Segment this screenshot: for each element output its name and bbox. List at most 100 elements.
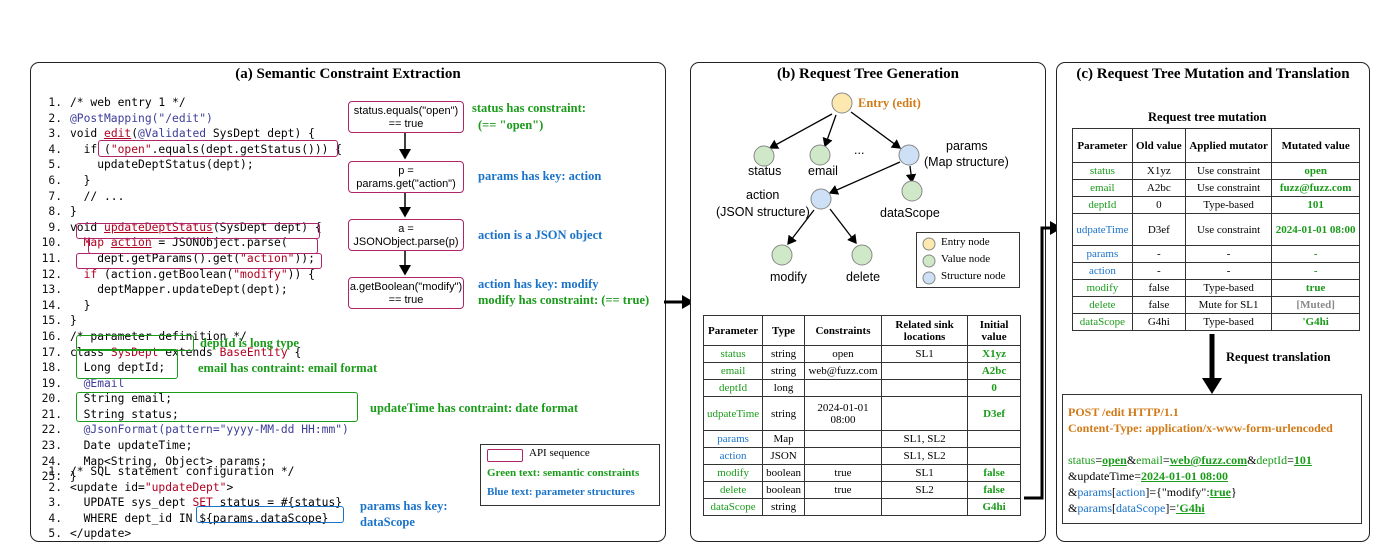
code-token: WHERE dept_id IN <box>70 511 200 525</box>
line-number: 4. <box>48 142 62 156</box>
col-initial-value: Initial value <box>967 315 1021 346</box>
cell-parameter: action <box>702 447 764 465</box>
cell-parameter: delete <box>1072 296 1133 314</box>
col-sink-locations: Related sink locations <box>880 315 969 346</box>
code-token: "modify" <box>233 267 288 281</box>
code-token: updateDeptStatus(dept); <box>70 158 254 172</box>
line-number: 16. <box>41 329 62 343</box>
java-line: 23. Date updateTime; <box>40 438 349 454</box>
code-token: // ... <box>70 189 125 203</box>
cell-initial-value <box>967 430 1021 448</box>
cell-mutated-value: fuzz@fuzz.com <box>1271 179 1360 197</box>
request-body-line4: &params[dataScope]='G4hi <box>1068 501 1205 515</box>
note-status-constraint-value: (== "open") <box>478 118 544 132</box>
code-token: if <box>83 267 98 281</box>
code-token: BaseEntity <box>219 345 288 359</box>
legend-entry-node: Entry node <box>941 236 990 248</box>
line-number: 11. <box>41 251 62 265</box>
code-token: ${params.dataScope} <box>199 511 329 525</box>
cell-sink <box>880 379 969 397</box>
code-token: } <box>70 470 77 484</box>
code-token: (action.getBoolean( <box>97 267 234 281</box>
code-token: edit <box>104 127 132 141</box>
request-content-type: Content-Type: application/x-www-form-url… <box>1068 421 1333 435</box>
cell-mutated-value: 2024-01-01 08:00 <box>1271 213 1360 246</box>
req-val-email: web@fuzz.com <box>1169 453 1248 467</box>
line-number: 21. <box>41 407 62 421</box>
java-line: 15.} <box>40 313 349 329</box>
code-token: dept.getParams().get( <box>70 251 241 265</box>
code-token: { <box>287 345 302 359</box>
java-line: 20. String email; <box>40 391 349 407</box>
req-key-status: status <box>1068 453 1096 467</box>
code-token: if ( <box>70 142 111 156</box>
code-highlight-status-equals <box>98 140 338 157</box>
code-highlight-deptid <box>76 335 194 351</box>
java-line: 12. if (action.getBoolean("modify")) { <box>40 267 349 283</box>
code-token: String status; <box>70 407 179 421</box>
java-line: 14. } <box>40 298 349 314</box>
req-val-action: true <box>1209 485 1231 499</box>
line-number: 5. <box>48 158 62 172</box>
col-mutated-value: Mutated value <box>1271 128 1360 163</box>
cell-constraints: web@fuzz.com <box>803 362 882 380</box>
java-line: 21. String status; <box>40 407 349 423</box>
req-val-updatetime: 2024-01-01 08:00 <box>1141 469 1228 483</box>
code-token: )); <box>294 251 315 265</box>
line-number: 7. <box>48 189 62 203</box>
code-token: "updateDept" <box>144 480 227 494</box>
note-modify-constraint: modify has constraint: (== true) <box>478 293 650 307</box>
req-key-params2: params <box>1077 501 1112 515</box>
code-token: @Email <box>70 376 125 390</box>
col-old-value: Old value <box>1131 128 1186 163</box>
tree-node-action-sub: (JSON structure) <box>716 205 810 219</box>
cell-parameter: dataScope <box>702 498 764 516</box>
line-number: 8. <box>48 205 62 219</box>
cell-mutated-value: open <box>1271 162 1360 180</box>
req-key-deptid: deptId <box>1256 453 1288 467</box>
cell-parameter: status <box>702 345 764 363</box>
cell-type: string <box>762 362 805 380</box>
code-highlight-get-boolean <box>76 253 322 269</box>
cell-mutator: - <box>1184 262 1273 280</box>
cell-constraints <box>803 430 882 448</box>
code-token: )) { <box>287 267 315 281</box>
line-number: 1. <box>48 465 62 478</box>
java-line: 1./* web entry 1 */ <box>40 95 349 111</box>
java-line: 3.void edit(@Validated SysDept dept) { <box>40 126 349 142</box>
cell-parameter: email <box>1072 179 1133 197</box>
req-key-params: params <box>1077 485 1112 499</box>
cell-constraints <box>803 379 882 397</box>
line-number: 25. <box>41 470 62 484</box>
code-highlight-map-action <box>76 223 320 239</box>
tree-node-params-sub: (Map structure) <box>924 155 1009 169</box>
cell-parameter: params <box>702 430 764 448</box>
cell-sink <box>880 362 969 380</box>
cell-old-value: false <box>1131 296 1186 314</box>
cell-old-value: G4hi <box>1131 313 1186 331</box>
java-line: 22. @JsonFormat(pattern="yyyy-MM-dd HH:m… <box>40 422 349 438</box>
line-number: 22. <box>41 423 62 437</box>
cell-initial-value: A2bc <box>967 362 1021 380</box>
note-params-key-action: params has key: action <box>478 169 602 183</box>
cell-mutator: Type-based <box>1184 196 1273 214</box>
cell-parameter: status <box>1072 162 1133 180</box>
cell-sink <box>880 396 969 431</box>
code-token: } <box>70 314 77 328</box>
tree-node-params: params <box>946 139 988 153</box>
line-number: 13. <box>41 283 62 297</box>
cell-mutated-value: 'G4hi <box>1271 313 1360 331</box>
sql-line: 5.</update> <box>40 526 342 542</box>
cell-type: long <box>762 379 805 397</box>
code-token: @JsonFormat(pattern="yyyy-MM-dd HH:mm") <box>70 423 349 437</box>
code-token: @PostMapping("/edit") <box>70 111 213 125</box>
cell-parameter: modify <box>702 464 764 482</box>
legend-node-swatches <box>922 237 936 285</box>
code-token: /* web entry 1 */ <box>70 96 186 109</box>
code-token: updateDeptStatus <box>104 220 213 234</box>
code-token: deptMapper.updateDept(dept); <box>70 283 288 297</box>
